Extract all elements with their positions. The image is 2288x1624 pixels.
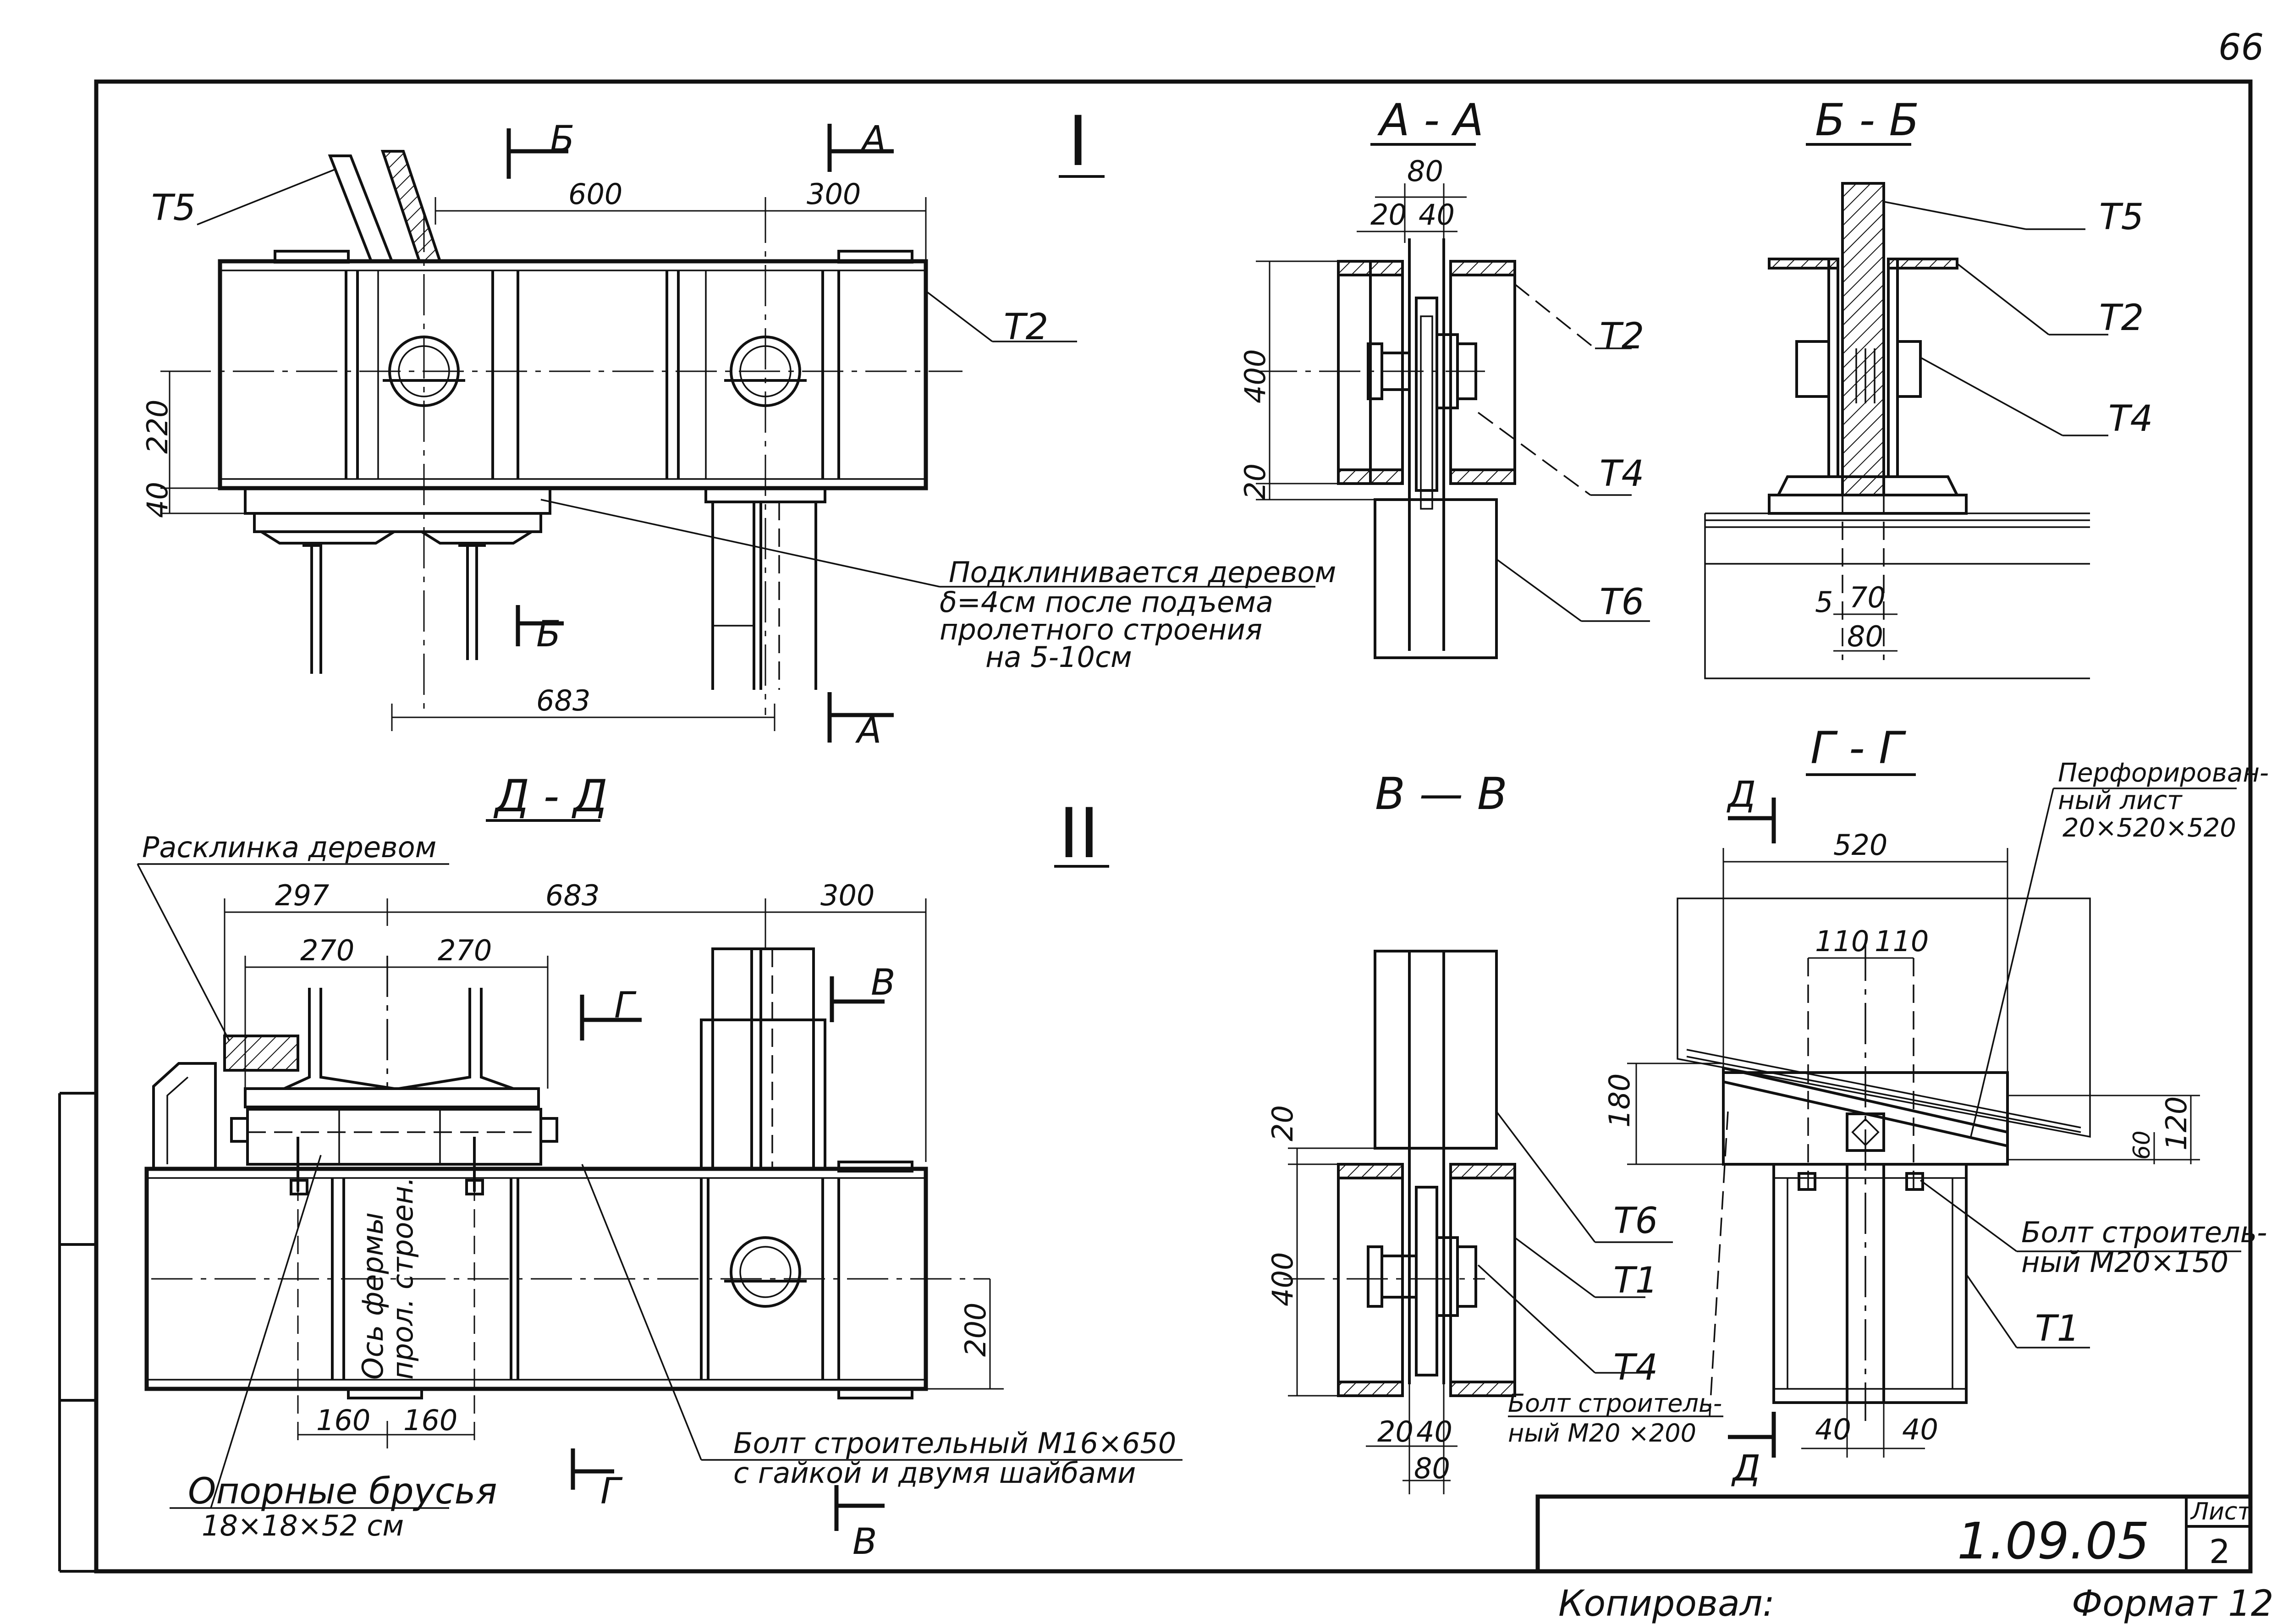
- view-I-drawing: [160, 124, 1315, 743]
- section-VV-bolt-note-2: ный М20 ×200: [1508, 1419, 1696, 1448]
- view-I-note-line2: δ=4см после подъема: [940, 585, 1273, 619]
- view-I-dim-600: 600: [568, 177, 622, 211]
- section-DD-support-note-2: 18×18×52 см: [202, 1509, 404, 1542]
- section-GG-dim-40b: 40: [1902, 1413, 1938, 1446]
- section-GG-drawing: [1627, 787, 2241, 1458]
- page-number: 66: [2218, 27, 2264, 68]
- section-GG-dim-120: 120: [2160, 1096, 2193, 1151]
- section-VV-bolt-note-1: Болт строитель-: [1508, 1389, 1722, 1418]
- section-AA-dim-20: 20: [1370, 198, 1407, 231]
- section-GG-dim-40a: 40: [1815, 1413, 1851, 1446]
- section-VV-label-T1: T1: [1613, 1260, 1658, 1301]
- section-GG-perf-note-2: ный лист: [2058, 786, 2183, 815]
- section-AA-dim-80: 80: [1407, 154, 1443, 188]
- section-GG-label-T1: T1: [2035, 1308, 2079, 1349]
- section-BB-dim-80: 80: [1847, 620, 1883, 653]
- view-II-title: II: [1059, 794, 1099, 874]
- sheet-number: 2: [2209, 1532, 2230, 1571]
- section-GG-cut-D-bottom: Д: [1731, 1448, 1760, 1489]
- section-GG-dim-520: 520: [1833, 828, 1887, 862]
- section-DD-bolt-note-2: с гайкой и двумя шайбами: [733, 1456, 1136, 1490]
- section-VV-dim-80: 80: [1414, 1452, 1450, 1485]
- section-GG-title: Г - Г: [1810, 722, 1906, 774]
- view-II-dim-297: 297: [275, 879, 329, 912]
- section-GG-bolt-note-2: ный М20×150: [2021, 1245, 2228, 1279]
- view-II-dim-200: 200: [959, 1303, 992, 1357]
- view-I-dim-220: 220: [141, 400, 174, 454]
- view-II-dim-683: 683: [545, 879, 600, 912]
- sheet-label: Лист: [2190, 1498, 2252, 1525]
- section-DD-bolt-note-1: Болт строительный М16×650: [733, 1426, 1176, 1460]
- section-BB-label-T5: T5: [2099, 197, 2144, 238]
- section-DD-axis-text-1: Ось фермы: [356, 1212, 390, 1380]
- section-AA-label-T2: T2: [1600, 316, 1644, 357]
- section-GG-perf-note-3: 20×520×520: [2062, 813, 2236, 843]
- section-AA-label-T6: T6: [1600, 582, 1644, 623]
- section-AA-drawing: [1256, 183, 1650, 659]
- view-II-cut-V-top: В: [871, 962, 896, 1003]
- section-VV-drawing: [1283, 950, 1729, 1494]
- section-BB-drawing: [1704, 182, 2108, 679]
- view-I-dim-40: 40: [141, 482, 174, 518]
- section-VV-dim-40: 40: [1416, 1415, 1452, 1448]
- view-II-dim-270b: 270: [438, 934, 492, 967]
- section-VV-title: В — В: [1375, 768, 1507, 820]
- section-BB-dim-5: 5: [1815, 585, 1833, 619]
- view-I-dim-300: 300: [807, 177, 861, 211]
- view-II-dim-300: 300: [820, 879, 874, 912]
- section-VV-label-T6: T6: [1613, 1200, 1658, 1242]
- view-I-label-T5: T5: [151, 187, 196, 229]
- section-BB-dim-70: 70: [1849, 581, 1886, 614]
- section-DD-title: Д - Д: [493, 771, 608, 822]
- section-VV-dim-20: 20: [1266, 1105, 1299, 1141]
- view-II-dim-160a: 160: [316, 1404, 370, 1437]
- view-II-cut-V-bottom: В: [852, 1521, 877, 1563]
- view-II-cut-G-top: Г: [614, 985, 637, 1026]
- view-II-dim-270a: 270: [300, 934, 354, 967]
- drawing-code: 1.09.05: [1957, 1512, 2150, 1570]
- section-GG-dim-60: 60: [2128, 1130, 2155, 1160]
- section-VV-label-T4: T4: [1613, 1347, 1658, 1388]
- view-I-title: I: [1068, 102, 1088, 182]
- title-block: [1535, 1494, 2253, 1574]
- section-VV-dim-20b: 20: [1377, 1415, 1414, 1448]
- section-AA-dim-20b: 20: [1238, 463, 1272, 500]
- view-I-cut-B-bottom: Б: [536, 614, 561, 655]
- view-I-label-T2: T2: [1004, 307, 1048, 348]
- section-BB-title: Б - Б: [1815, 94, 1919, 146]
- section-VV-dim-400: 400: [1266, 1252, 1299, 1306]
- copied-label: Копировал:: [1558, 1583, 1775, 1624]
- section-BB-label-T4: T4: [2108, 398, 2153, 440]
- sheet-frame: [58, 79, 2253, 1574]
- view-I-note-line3: пролетного строения: [940, 613, 1262, 646]
- section-DD-support-note-1: Опорные брусья: [188, 1471, 497, 1512]
- view-II-dim-160b: 160: [403, 1404, 457, 1437]
- section-DD-wedge-note: Расклинка деревом: [142, 831, 436, 864]
- view-I-cut-B-top: Б: [550, 119, 575, 160]
- section-AA-dim-400: 400: [1238, 349, 1272, 403]
- section-AA-label-T4: T4: [1600, 453, 1644, 495]
- view-I-dim-683: 683: [536, 684, 590, 717]
- format-label: Формат 12: [2072, 1583, 2274, 1624]
- section-GG-dim-110a: 110: [1815, 925, 1869, 958]
- section-BB-label-T2: T2: [2099, 297, 2144, 339]
- section-GG-bolt-note-1: Болт строитель-: [2021, 1216, 2267, 1249]
- section-GG-dim-180: 180: [1603, 1073, 1636, 1128]
- view-II-drawing: [137, 863, 1182, 1531]
- section-AA-dim-40: 40: [1419, 198, 1455, 231]
- section-GG-perf-note-1: Перфорирован-: [2058, 758, 2269, 788]
- view-I-note-line1: Подклинивается деревом: [949, 556, 1336, 589]
- section-DD-axis-text-2: прол. строен.: [386, 1177, 419, 1380]
- section-GG-cut-D-top: Д: [1727, 774, 1756, 815]
- view-II-cut-G-bottom: Г: [600, 1471, 623, 1512]
- section-GG-dim-110b: 110: [1875, 925, 1929, 958]
- view-I-cut-A-top: А: [859, 119, 886, 160]
- view-I-note-line4: на 5-10см: [985, 640, 1132, 674]
- view-I-cut-A-bottom: А: [855, 710, 881, 751]
- section-AA-title: А - А: [1377, 94, 1484, 146]
